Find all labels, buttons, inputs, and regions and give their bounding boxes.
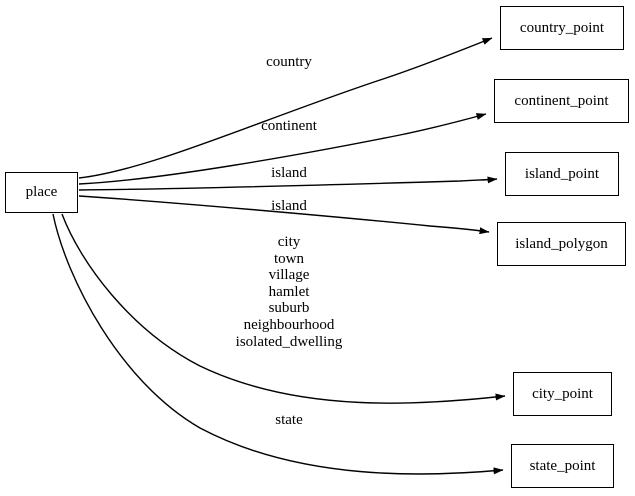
node-island_polygon[interactable]: island_polygon <box>497 222 626 266</box>
edge-island-polygon[interactable] <box>78 195 490 235</box>
node-label: state_point <box>529 457 596 474</box>
edge-label-line: town <box>274 250 304 267</box>
edge-label-line: isolated_dwelling <box>235 333 343 350</box>
node-label: place <box>25 184 58 200</box>
node-continent_point[interactable]: continent_point <box>494 79 629 123</box>
edge-city[interactable] <box>61 213 506 404</box>
edge-island-point-label: island <box>271 165 307 182</box>
node-country_point[interactable]: country_point <box>500 6 624 50</box>
edge-label-line: hamlet <box>268 283 310 300</box>
edge-country[interactable] <box>78 37 493 179</box>
edge-state-label: state <box>275 412 303 429</box>
edge-continent[interactable] <box>78 113 487 185</box>
edge-label-line: state <box>275 412 303 428</box>
node-state_point[interactable]: state_point <box>511 444 614 488</box>
node-label: country_point <box>519 19 605 36</box>
edge-label-line: village <box>268 267 310 284</box>
node-label: island_point <box>524 165 600 182</box>
edge-paths <box>52 37 506 475</box>
edge-label-line: island <box>271 165 307 181</box>
node-place[interactable]: place <box>5 172 78 213</box>
node-label: continent_point <box>514 92 609 109</box>
edge-island-point[interactable] <box>78 176 498 191</box>
edge-label-line: suburb <box>268 300 310 317</box>
edge-state[interactable] <box>52 213 504 475</box>
edge-label-line: city <box>277 234 301 250</box>
edge-continent-label: continent <box>261 118 317 135</box>
node-label: city_point <box>532 385 593 402</box>
edge-country-label: country <box>266 54 312 71</box>
edge-label-line: island <box>271 198 307 214</box>
edge-label-line: continent <box>261 118 317 134</box>
node-label: island_polygon <box>515 235 608 252</box>
edge-label-line: neighbourhood <box>243 316 335 333</box>
node-island_point[interactable]: island_point <box>505 152 619 196</box>
edge-island-polygon-label: island <box>271 198 307 215</box>
edge-label-line: country <box>266 54 312 70</box>
node-city_point[interactable]: city_point <box>513 372 612 416</box>
